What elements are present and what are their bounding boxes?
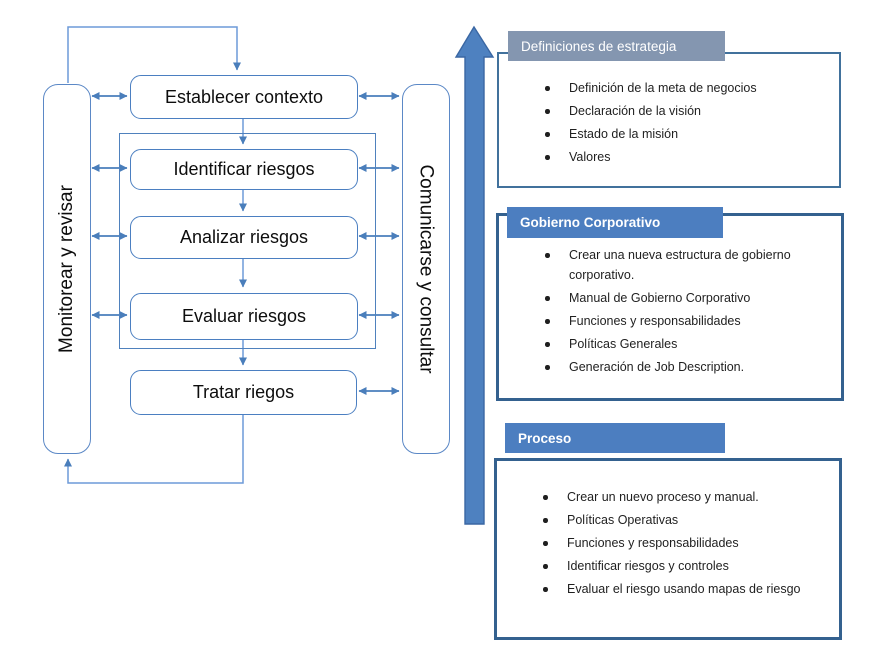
flow-box-label: Tratar riegos <box>192 382 295 402</box>
panel-bullet-list: Crear un nuevo proceso y manual. Polític… <box>497 461 839 599</box>
list-item: Manual de Gobierno Corporativo <box>543 288 819 308</box>
list-item: Definición de la meta de negocios <box>543 78 817 98</box>
list-item: Identificar riesgos y controles <box>541 556 817 576</box>
flow-box-identificar-riesgos: Identificar riesgos <box>130 149 358 190</box>
panel-bullet-list: Crear una nueva estructura de gobierno c… <box>499 216 841 377</box>
list-item: Crear un nuevo proceso y manual. <box>541 487 817 507</box>
flow-box-label: Evaluar riesgos <box>181 306 307 326</box>
panel-definiciones-estrategia-body: Definición de la meta de negocios Declar… <box>497 52 841 188</box>
flow-box-label: Monitorear y revisar <box>56 185 78 353</box>
list-item: Declaración de la visión <box>543 101 817 121</box>
flow-box-label: Identificar riesgos <box>173 159 315 179</box>
loop-arrow-top <box>67 26 241 83</box>
flow-box-label: Establecer contexto <box>164 86 324 107</box>
panel-bullet-list: Definición de la meta de negocios Declar… <box>499 54 839 167</box>
flow-box-establecer-contexto: Establecer contexto <box>130 75 358 119</box>
panel-title: Gobierno Corporativo <box>520 215 661 230</box>
loop-arrow-bottom <box>64 413 244 484</box>
list-item: Generación de Job Description. <box>543 357 819 377</box>
flow-box-analizar-riesgos: Analizar riesgos <box>130 216 358 259</box>
list-item: Funciones y responsabilidades <box>543 311 819 331</box>
list-item: Políticas Generales <box>543 334 819 354</box>
list-item: Evaluar el riesgo usando mapas de riesgo <box>541 579 817 599</box>
panel-gobierno-corporativo-header: Gobierno Corporativo <box>507 207 723 238</box>
panel-gobierno-corporativo-body: Crear una nueva estructura de gobierno c… <box>496 213 844 401</box>
flow-box-evaluar-riesgos: Evaluar riesgos <box>130 293 358 340</box>
list-item: Crear una nueva estructura de gobierno c… <box>543 245 819 285</box>
list-item: Estado de la misión <box>543 124 817 144</box>
big-up-arrow <box>454 25 495 525</box>
list-item: Funciones y responsabilidades <box>541 533 817 553</box>
panel-title: Definiciones de estrategia <box>521 38 677 54</box>
flow-box-tratar-riegos: Tratar riegos <box>130 370 357 415</box>
list-item: Políticas Operativas <box>541 510 817 530</box>
list-item: Valores <box>543 147 817 167</box>
flow-box-label: Comunicarse y consultar <box>416 164 437 374</box>
panel-proceso-header: Proceso <box>505 423 725 453</box>
risk-assessment-group-frame <box>119 133 376 349</box>
panel-definiciones-estrategia-header: Definiciones de estrategia <box>508 31 725 61</box>
flow-box-comunicarse-y-consultar: Comunicarse y consultar <box>402 84 450 454</box>
panel-proceso-body: Crear un nuevo proceso y manual. Polític… <box>494 458 842 640</box>
flow-box-monitorear-y-revisar: Monitorear y revisar <box>43 84 91 454</box>
panel-title: Proceso <box>518 430 572 446</box>
flow-box-label: Analizar riesgos <box>179 227 309 247</box>
